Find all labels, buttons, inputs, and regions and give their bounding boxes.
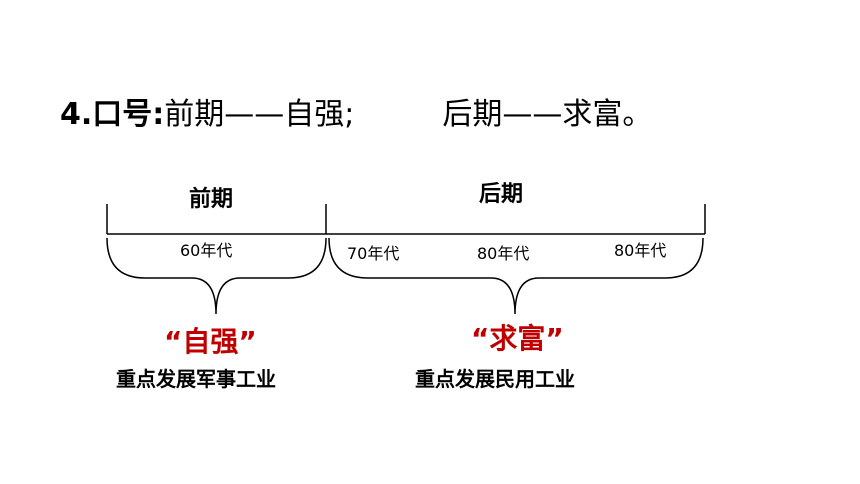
period-label-early: 前期 <box>189 187 234 212</box>
slogan-heading: 4.口号: <box>60 97 165 132</box>
focus-military: 重点发展军事工业 <box>116 367 276 391</box>
brace-early <box>106 237 327 315</box>
brace-late <box>328 237 704 315</box>
decade-label: 80年代 <box>614 241 667 260</box>
focus-civilian: 重点发展民用工业 <box>415 367 575 391</box>
slogan-early: 前期——自强; <box>164 97 355 132</box>
period-label-late: 后期 <box>479 182 524 207</box>
slogan-qiufu: “求富” <box>471 322 564 355</box>
decade-label: 80年代 <box>477 244 530 263</box>
decade-label: 70年代 <box>347 244 400 263</box>
slogan-line: 4.口号:前期——自强; 后期——求富。 <box>60 95 652 135</box>
decade-label: 60年代 <box>180 241 233 260</box>
slogan-ziqiang: “自强” <box>164 325 257 358</box>
slogan-later: 后期——求富。 <box>442 97 653 132</box>
